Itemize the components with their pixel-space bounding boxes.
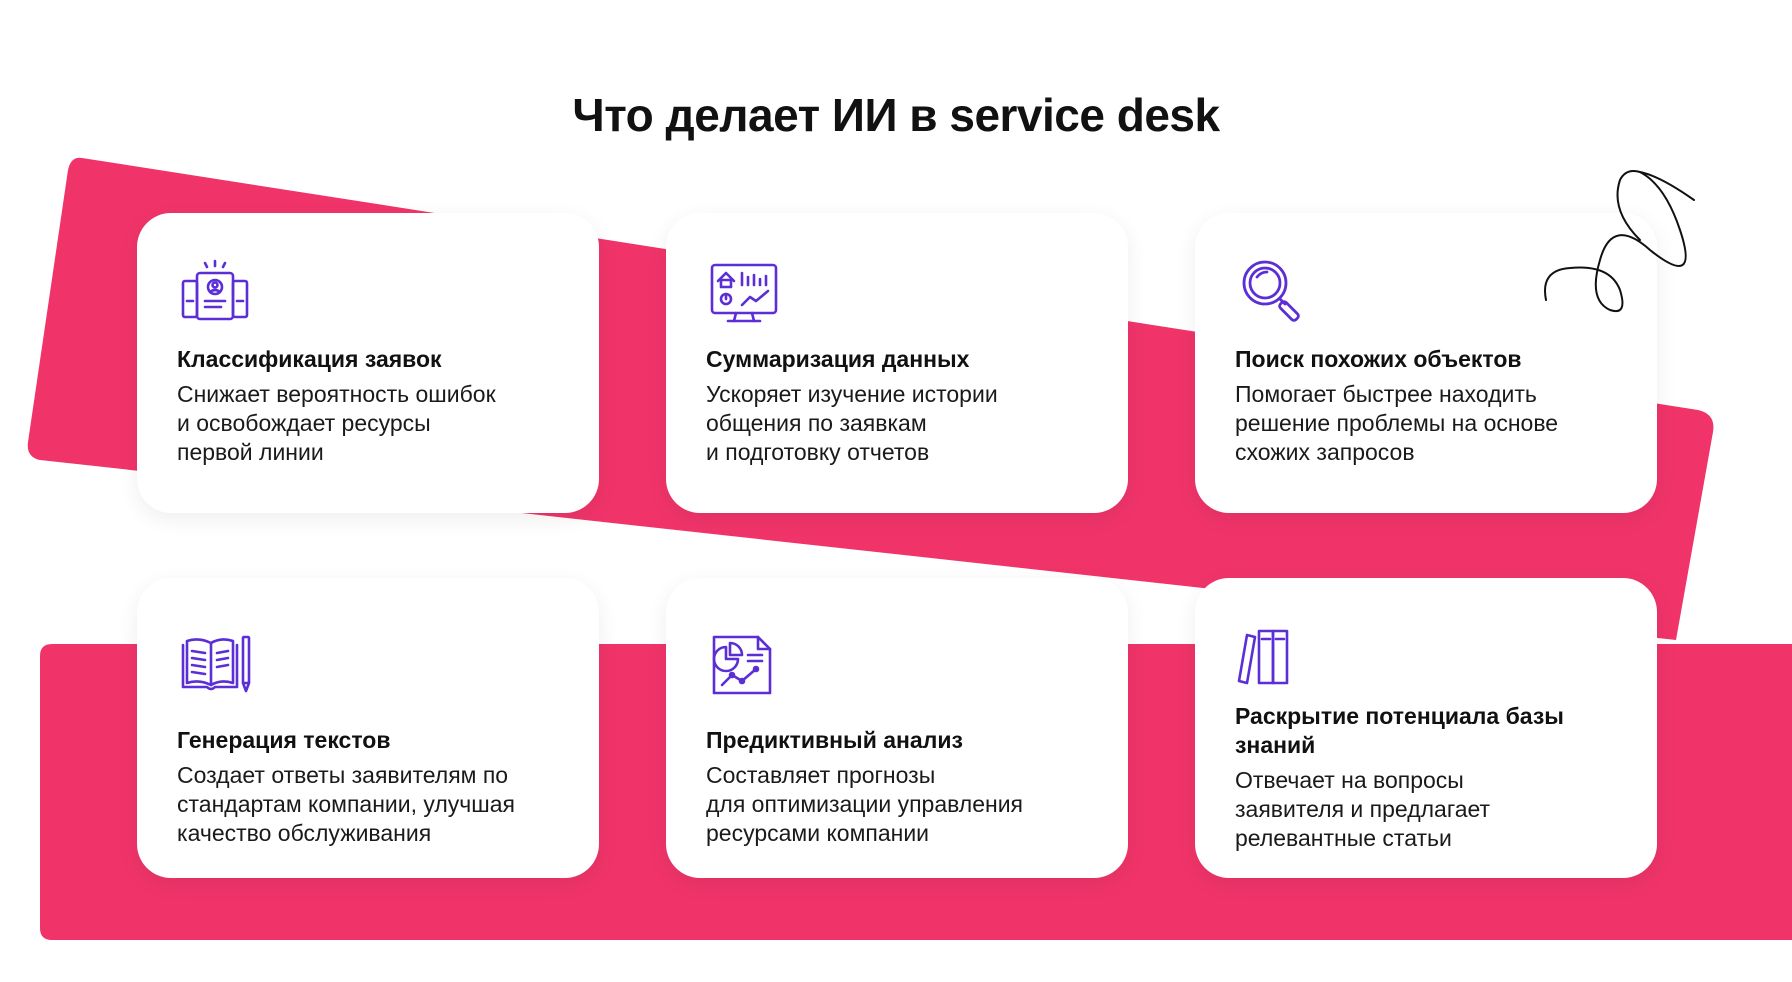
card-description: Снижает вероятность ошибок и освобождает… bbox=[177, 381, 496, 465]
card-text-generation: Генерация текстов Создает ответы заявите… bbox=[137, 578, 599, 878]
card-summarization: Суммаризация данных Ускоряет изучение ис… bbox=[666, 213, 1128, 513]
card-description: Создает ответы заявителям по стандартам … bbox=[177, 762, 515, 846]
card-title: Классификация заявок bbox=[177, 346, 442, 372]
card-title: Раскрытие потенциала базы знаний bbox=[1235, 703, 1564, 758]
card-description: Отвечает на вопросы заявителя и предлага… bbox=[1235, 767, 1491, 851]
card-description: Помогает быстрее находить решение пробле… bbox=[1235, 381, 1559, 465]
magnifier-icon bbox=[1235, 253, 1315, 333]
page-title: Что делает ИИ в service desk bbox=[572, 89, 1220, 141]
id-badge-icon bbox=[177, 253, 257, 333]
card-predictive-analysis: Предиктивный анализ Составляет прогнозы … bbox=[666, 578, 1128, 878]
card-title: Генерация текстов bbox=[177, 727, 391, 753]
card-description: Ускоряет изучение истории общения по зая… bbox=[706, 381, 998, 465]
card-knowledge-base: Раскрытие потенциала базы знаний Отвечае… bbox=[1195, 578, 1657, 878]
card-title: Суммаризация данных bbox=[706, 346, 970, 372]
card-similar-search: Поиск похожих объектов Помогает быстрее … bbox=[1195, 213, 1657, 513]
card-title: Поиск похожих объектов bbox=[1235, 346, 1522, 372]
card-classification: Классификация заявок Снижает вероятность… bbox=[137, 213, 599, 513]
book-pencil-icon bbox=[177, 624, 257, 704]
dashboard-monitor-icon bbox=[706, 253, 786, 333]
card-title: Предиктивный анализ bbox=[706, 727, 963, 753]
books-icon bbox=[1235, 616, 1315, 696]
squiggle-decoration bbox=[1544, 170, 1695, 312]
card-description: Составляет прогнозы для оптимизации упра… bbox=[706, 762, 1024, 846]
report-chart-icon bbox=[706, 624, 786, 704]
